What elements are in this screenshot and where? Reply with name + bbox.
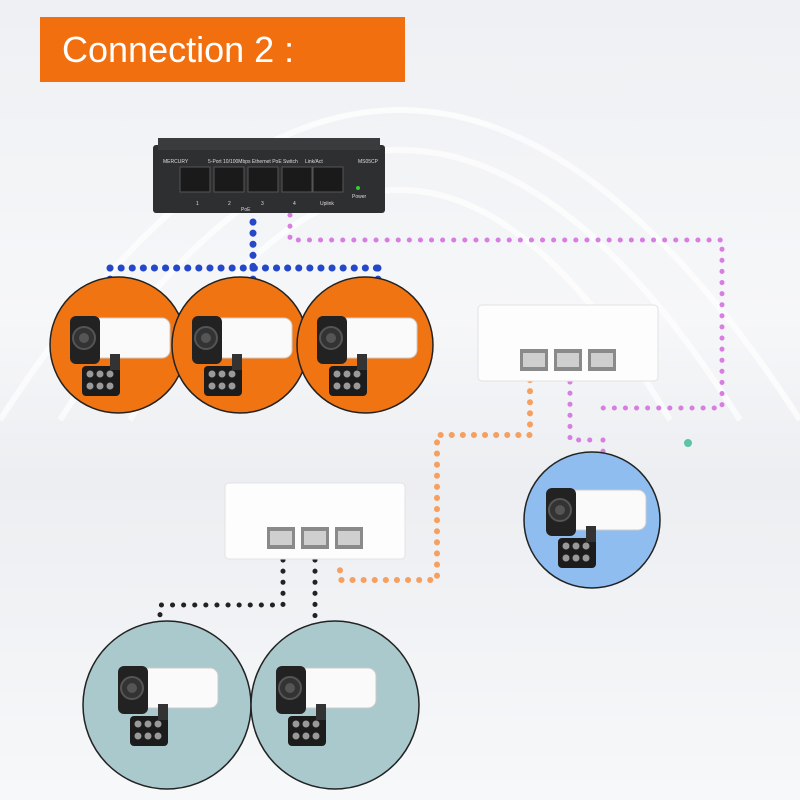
black-camera-link: [157, 557, 318, 633]
switch-uplink-port[interactable]: [312, 166, 344, 193]
poe-extender-2: [224, 482, 406, 560]
orange-cascade-link: [337, 377, 533, 583]
camera-blue: [523, 451, 661, 589]
switch-port-3[interactable]: [247, 166, 279, 193]
camera-orange-2: [171, 276, 309, 414]
switch-port-2[interactable]: [213, 166, 245, 193]
port-label-3: 3: [261, 201, 264, 207]
teal-dot: [684, 439, 692, 447]
switch-brand: MERCURY: [163, 159, 189, 165]
poe-extender-1: [477, 304, 659, 382]
camera-orange-3: [296, 276, 434, 414]
port-label-4: 4: [293, 201, 296, 207]
camera-orange-1: [49, 276, 187, 414]
title-banner: Connection 2 :: [40, 17, 405, 82]
port-label-2: 2: [228, 201, 231, 207]
poe-label: PoE: [241, 207, 251, 213]
uplink-label: Uplink: [320, 201, 334, 207]
switch-model: MS05CP: [358, 159, 379, 165]
switch-port-4[interactable]: [281, 166, 313, 193]
camera-teal-1: [82, 620, 252, 790]
blue-poe-link: [106, 218, 382, 309]
title-text: Connection 2 :: [62, 28, 295, 70]
camera-teal-2: [250, 620, 420, 790]
poe-switch[interactable]: MERCURY 5-Port 10/100Mbps Ethernet PoE S…: [153, 138, 385, 213]
pink-uplink-link: [287, 212, 725, 473]
switch-power-label: Power: [352, 194, 367, 200]
switch-link-label: Link/Act: [305, 159, 323, 165]
switch-description: 5-Port 10/100Mbps Ethernet PoE Switch: [208, 159, 298, 165]
switch-port-1[interactable]: [179, 166, 211, 193]
power-led: [356, 186, 360, 190]
port-label-1: 1: [196, 201, 199, 207]
